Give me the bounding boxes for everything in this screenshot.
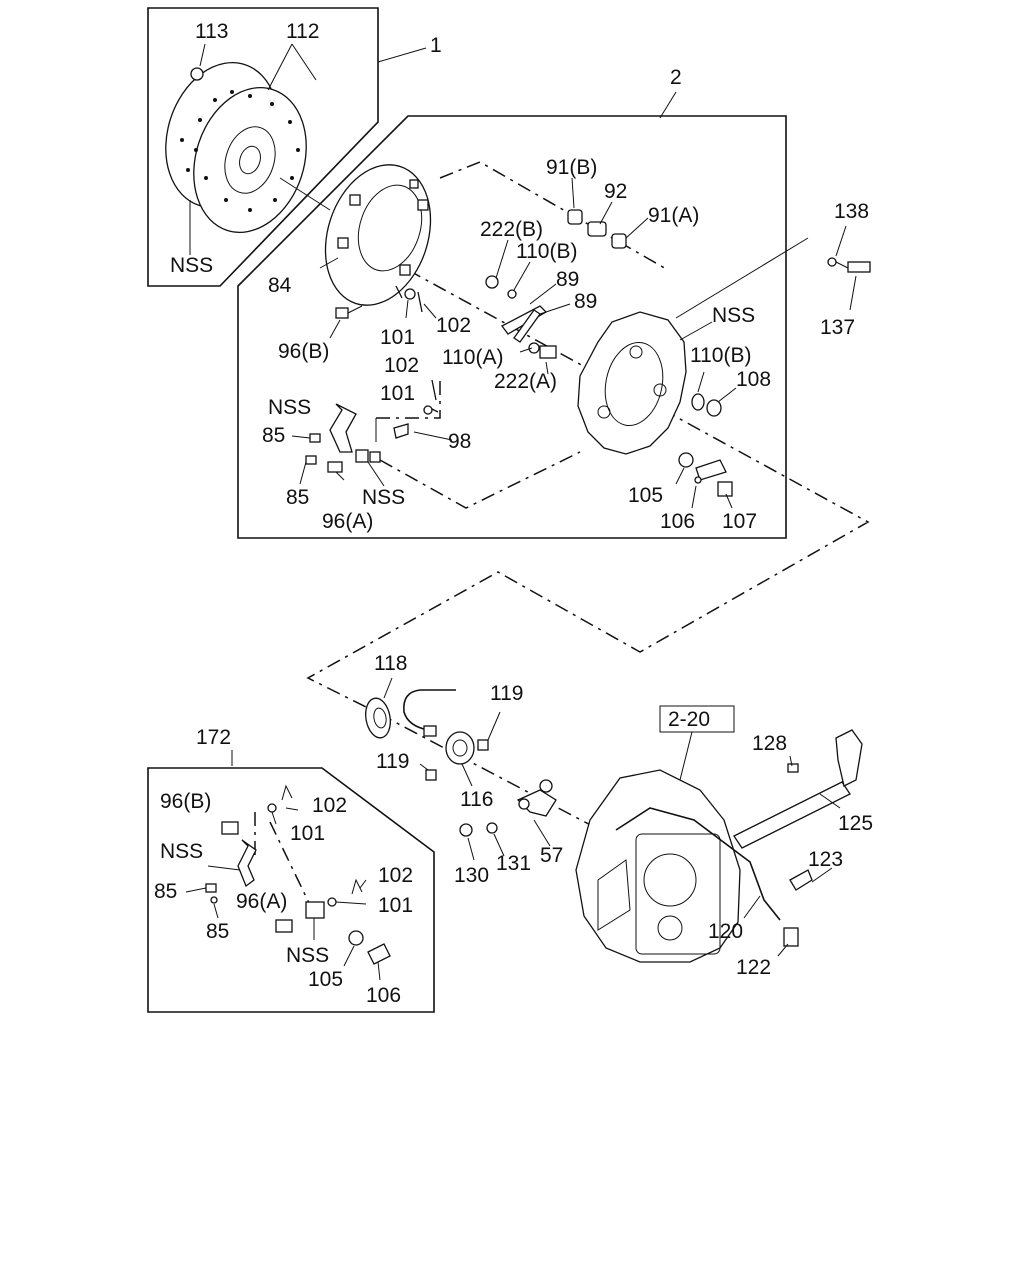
pressure-plate-frame [237,115,787,539]
kit-172-frame [147,767,435,1013]
clutch-disc-frame [147,7,379,287]
label-102a: 102 [436,314,471,337]
callout-labels: 1 2 113 112 NSS 84 91(B) 92 91(A) 222(B)… [154,20,873,1007]
label-106: 106 [660,510,695,533]
label-96a: 96(A) [322,510,373,533]
release-bearing-118 [365,697,391,739]
release-fork-57 [516,779,557,817]
kit-label-106: 106 [366,984,401,1007]
label-1: 1 [430,34,442,57]
label-2: 2 [670,66,682,89]
pressure-plate [324,164,432,306]
label-91b: 91(B) [546,156,597,179]
label-122: 122 [736,956,771,979]
grease-nipple-119-left [425,769,437,781]
kit-washer-101a [267,803,277,813]
grease-nipple-119-top [477,739,489,751]
kit-washer-101b [327,897,337,907]
release-hub-116 [445,731,475,765]
label-113: 113 [195,20,228,43]
bolt-130 [459,823,473,837]
kit-label-85a: 85 [154,880,177,903]
kit-pivot [305,901,325,919]
centerline-pin [376,380,441,419]
label-138: 138 [834,200,869,223]
label-nss-disc: NSS [170,254,213,277]
kit-label-85b: 85 [206,920,229,943]
kit-lever [237,839,257,888]
label-137: 137 [820,316,855,339]
centerline-lower [379,451,581,509]
kit-label-105: 105 [308,968,343,991]
label-118: 118 [374,652,407,675]
washer-131 [486,822,498,834]
clutch-cover [577,311,687,455]
nut-105-106-107 [678,452,733,497]
label-nss-cover: NSS [712,304,755,327]
kit-label-101a: 101 [290,822,325,845]
label-110a: 110(A) [442,346,503,369]
spring-91b-92-91a [567,209,627,249]
kit-bolt-96b [221,821,239,835]
label-96b: 96(B) [278,340,329,363]
label-107: 107 [722,510,757,533]
label-119a: 119 [490,682,523,705]
label-116: 116 [460,788,493,811]
label-108: 108 [736,368,771,391]
label-105: 105 [628,484,663,507]
kit-label-nss1: NSS [160,840,203,863]
kit-nut-105 [348,930,364,946]
washer-108 [691,393,722,417]
label-102b: 102 [384,354,419,377]
grease-hose [403,689,456,737]
label-85a: 85 [262,424,285,447]
label-91a: 91(A) [648,204,699,227]
label-123: 123 [808,848,843,871]
label-130: 130 [454,864,489,887]
label-131: 131 [496,852,531,875]
label-110b-top: 110(B) [516,240,577,263]
label-128: 128 [752,732,787,755]
label-172: 172 [196,726,231,749]
label-57: 57 [540,844,563,867]
label-110b-right: 110(B) [690,344,751,367]
label-125: 125 [838,812,873,835]
label-92: 92 [604,180,627,203]
label-101a: 101 [380,326,415,349]
label-119b: 119 [376,750,409,773]
label-120: 120 [708,920,743,943]
washer-113 [190,67,204,81]
label-101b: 101 [380,382,415,405]
kit-bolt-96a [275,919,293,933]
label-ref-2-20: 2-20 [668,708,710,731]
label-89b: 89 [574,290,597,313]
kit-label-102b: 102 [378,864,413,887]
bolt-137-138 [827,257,871,273]
label-98: 98 [448,430,471,453]
hydraulic-pipe-120 [615,807,813,947]
label-222b: 222(B) [480,218,543,241]
label-nss-lever: NSS [268,396,311,419]
label-84: 84 [268,274,292,297]
kit-label-nss2: NSS [286,944,329,967]
kit-label-96b: 96(B) [160,790,211,813]
label-112: 112 [286,20,319,43]
bolt-96b [335,305,363,319]
kit-label-96a: 96(A) [236,890,287,913]
kit-label-101b: 101 [378,894,413,917]
kit-label-102a: 102 [312,794,347,817]
release-lever-89 [485,275,557,359]
label-89a: 89 [556,268,579,291]
lever-pin-assembly [305,379,439,473]
kit-gasket-106 [367,943,391,965]
clutch-disc [165,62,307,233]
label-222a: 222(A) [494,370,557,393]
clutch-housing [575,769,741,963]
release-shaft-125 [733,729,863,849]
label-85b: 85 [286,486,309,509]
label-nss-pivot: NSS [362,486,405,509]
kit-pin-102a [281,784,293,801]
